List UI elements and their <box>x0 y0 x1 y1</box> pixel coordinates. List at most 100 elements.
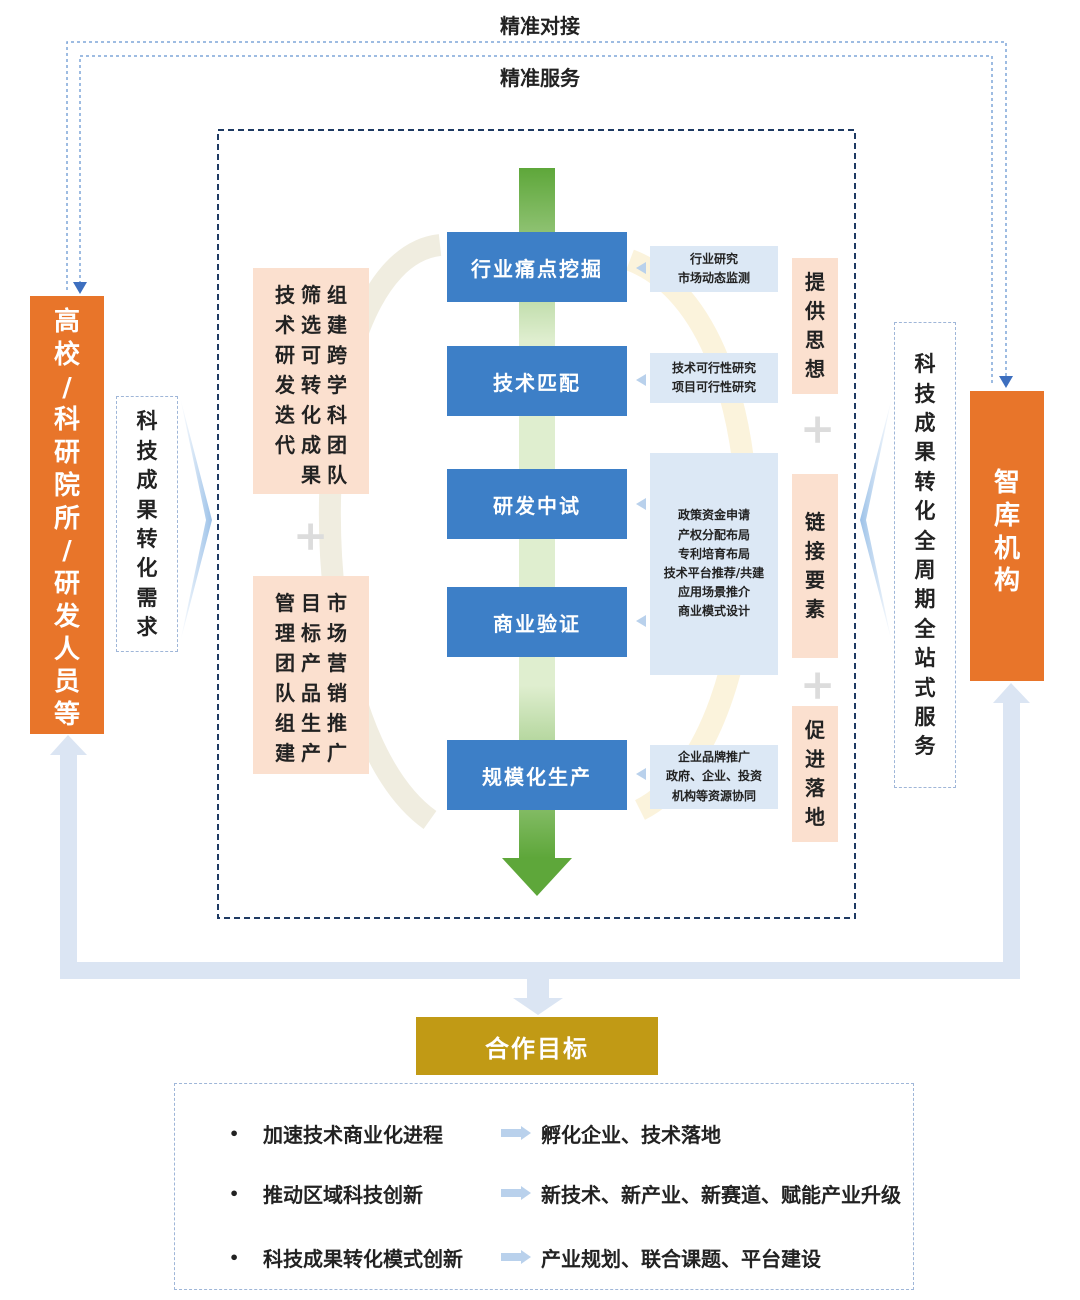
info-brand-promotion: 企业品牌推广政府、企业、投资机构等资源协同 <box>650 745 778 809</box>
info-line: 技术平台推荐/共建 <box>663 566 765 580</box>
vertical-char: 队 <box>275 681 295 705</box>
vertical-char: 代 <box>275 433 295 457</box>
cooperation-goal-box: • 加速技术商业化进程 孵化企业、技术落地 • 推动区域科技创新 新技术、新产业… <box>174 1083 914 1290</box>
info-line: 商业模式设计 <box>677 604 750 619</box>
stage-tech-matching: 技术匹配 <box>447 346 627 416</box>
vertical-char: 推 <box>327 711 347 735</box>
promote-landing-box: 促进落地 <box>792 706 838 842</box>
info-feasibility-study: 技术可行性研究项目可行性研究 <box>650 353 778 403</box>
vertical-char: 迭 <box>275 403 295 427</box>
bottom-loop <box>60 700 1020 1000</box>
bullet: • <box>229 1183 240 1203</box>
arrow-right-icon <box>501 1186 531 1200</box>
stage-pilot-test: 研发中试 <box>447 469 627 539</box>
think-tank-box: 智库机构 <box>970 391 1044 681</box>
vertical-column: 筛选可转化成果 <box>301 280 321 494</box>
vertical-char: 队 <box>327 463 347 487</box>
vertical-char: 落 <box>805 776 825 800</box>
vertical-char: 建 <box>327 313 347 337</box>
vertical-char: 想 <box>805 357 825 381</box>
vertical-char: 发 <box>275 373 295 397</box>
vertical-char: 技 <box>275 283 295 307</box>
arrowhead-right-down <box>999 376 1013 388</box>
vertical-char: 标 <box>301 621 321 645</box>
think-tank-label: 智库机构 <box>994 467 1020 681</box>
team-building-box: 组建跨学科团队筛选可转化成果技术研发迭代 <box>253 268 369 494</box>
vertical-char: 式 <box>914 674 936 700</box>
goal-result: 孵化企业、技术落地 <box>541 1122 721 1147</box>
vertical-char: 高 <box>53 307 80 337</box>
vertical-column: 管理团队组建 <box>275 588 295 774</box>
cooperation-goal-title: 合作目标 <box>416 1017 658 1075</box>
vertical-char: 校 <box>53 339 80 370</box>
vertical-char: 全 <box>914 527 936 553</box>
vertical-char: 研 <box>275 343 295 367</box>
vertical-char: 产 <box>301 741 321 765</box>
info-arrows <box>636 262 646 780</box>
green-arrow-head <box>502 858 572 896</box>
vertical-char: / <box>62 536 72 567</box>
vertical-char: 供 <box>805 299 825 323</box>
vertical-char: 需 <box>136 584 158 610</box>
info-line: 机构等资源协同 <box>671 788 756 803</box>
info-line: 产权分配布局 <box>677 527 750 542</box>
vertical-char: 场 <box>327 621 347 645</box>
vertical-char: 品 <box>301 681 321 705</box>
arrow-right-icon <box>501 1250 531 1264</box>
vertical-char: 素 <box>805 597 825 621</box>
vertical-char: 转 <box>301 373 321 397</box>
provide-ideas-box: 提供思想 <box>792 258 838 394</box>
stage-business-validation: 商业验证 <box>447 587 627 657</box>
vertical-char: 果 <box>914 439 936 465</box>
vertical-char: 发 <box>53 601 80 632</box>
vertical-char: 建 <box>275 741 295 765</box>
vertical-char: 化 <box>301 403 321 427</box>
stage-industry-pain-points: 行业痛点挖掘 <box>447 232 627 302</box>
vertical-char: 组 <box>327 283 347 307</box>
vertical-char: 术 <box>275 313 295 337</box>
info-line: 专利培育布局 <box>677 546 750 561</box>
vertical-column: 市场营销推广 <box>327 588 347 774</box>
vertical-char: 等 <box>53 700 80 730</box>
vertical-char: 务 <box>914 733 936 759</box>
vertical-char: 思 <box>805 328 825 352</box>
vertical-char: 管 <box>275 591 295 615</box>
vertical-char: 期 <box>914 586 936 612</box>
vertical-char: 接 <box>805 539 825 563</box>
info-industry-research: 行业研究市场动态监测 <box>650 246 778 292</box>
precise-docking-line <box>66 41 1007 385</box>
inner-frame <box>217 129 856 919</box>
vertical-char: 目 <box>301 591 321 615</box>
vertical-char: 成 <box>136 467 158 493</box>
link-elements-box: 链接要素 <box>792 474 838 658</box>
loop-arrow-right-up <box>993 683 1030 703</box>
vertical-column: 目标产品生产 <box>301 588 321 774</box>
universities-box: 高校/科研院所/研发人员等 <box>30 296 104 734</box>
vertical-char: 提 <box>805 270 825 294</box>
info-line: 行业研究 <box>689 251 738 266</box>
full-cycle-service-box: 科技成果转化全周期全站式服务 <box>894 322 956 788</box>
info-line: 项目可行性研究 <box>671 380 756 394</box>
precise-service-label: 精准服务 <box>500 66 580 90</box>
vertical-char: 选 <box>301 313 321 337</box>
vertical-char: 成 <box>914 410 936 436</box>
vertical-char: 要 <box>805 568 825 592</box>
bullet: • <box>229 1123 240 1143</box>
vertical-char: 所 <box>53 503 80 534</box>
vertical-char: 地 <box>805 805 825 829</box>
vertical-char: 市 <box>327 591 347 615</box>
vertical-char: 科 <box>914 351 936 377</box>
loop-arrow-left-up <box>50 735 87 755</box>
vertical-char: 果 <box>301 463 321 487</box>
precise-docking-label: 精准对接 <box>500 14 580 38</box>
vertical-char: 销 <box>327 681 347 705</box>
vertical-char: 员 <box>53 667 80 698</box>
market-promotion-box: 市场营销推广目标产品生产管理团队组建 <box>253 576 369 774</box>
plus-left: + <box>293 511 329 560</box>
vertical-char: 站 <box>914 645 936 671</box>
vertical-char: 化 <box>136 555 158 581</box>
vertical-char: 理 <box>275 621 295 645</box>
vertical-char: 全 <box>914 615 936 641</box>
vertical-char: 库 <box>993 500 1020 531</box>
vertical-char: 院 <box>53 470 80 501</box>
